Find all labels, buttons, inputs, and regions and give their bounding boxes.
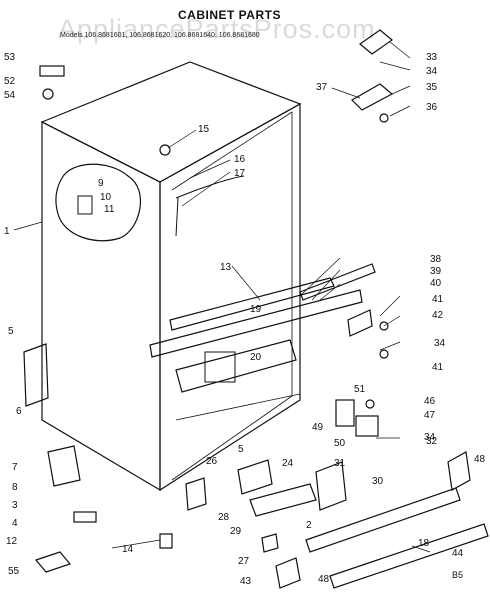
callout-47: 47 [424, 410, 436, 421]
callout-41a: 41 [432, 294, 444, 305]
callout-8: 8 [12, 482, 18, 493]
callout-39: 39 [430, 266, 442, 277]
callout-41b: 41 [432, 362, 444, 373]
side-bracket [23, 343, 49, 407]
callout-17: 17 [234, 168, 246, 179]
callout-54: 54 [4, 90, 16, 101]
rail-upper [299, 263, 376, 301]
callout-5a: 5 [8, 326, 14, 337]
callout-7: 7 [12, 462, 18, 473]
callout-34a: 34 [426, 66, 438, 77]
callout-43: 43 [240, 576, 252, 587]
callout-2: 2 [306, 520, 312, 531]
callout-labels: 1 2 3 4 5 5 6 7 8 9 10 11 12 13 14 15 16… [4, 52, 486, 587]
callout-19: 19 [250, 304, 262, 315]
watermark: AppliancePartsPros.com [58, 14, 376, 44]
callout-44: 44 [452, 548, 464, 559]
callout-1: 1 [4, 226, 10, 237]
callout-34c: 34 [424, 432, 436, 443]
callout-20: 20 [250, 352, 262, 363]
callout-3: 3 [12, 500, 18, 511]
callout-6: 6 [16, 406, 22, 417]
callout-53: 53 [4, 52, 16, 63]
callout-24: 24 [282, 458, 294, 469]
callout-38: 38 [430, 254, 442, 265]
callout-33: 33 [426, 52, 438, 63]
callout-37: 37 [316, 82, 328, 93]
callout-26: 26 [206, 456, 218, 467]
callout-50: 50 [334, 438, 346, 449]
hinge-inset-blob [55, 163, 142, 242]
callout-leaders [13, 41, 431, 553]
cabinet-top [40, 61, 302, 183]
rail-lower [305, 487, 461, 553]
top-hinge [359, 29, 393, 55]
callout-4: 4 [12, 518, 18, 529]
callout-10: 10 [100, 192, 112, 203]
callout-18: 18 [418, 538, 430, 549]
callout-31: 31 [334, 458, 346, 469]
callout-27: 27 [238, 556, 250, 567]
callout-15: 15 [198, 124, 210, 135]
model-numbers: Models 106.8681601, 106.8681620, 106.868… [60, 32, 260, 39]
callout-40: 40 [430, 278, 442, 289]
callout-48a: 48 [474, 454, 486, 465]
callout-42: 42 [432, 310, 444, 321]
callout-30: 30 [372, 476, 384, 487]
callout-36: 36 [426, 102, 438, 113]
diagram-title: CABINET PARTS [178, 8, 281, 22]
callout-11: 11 [104, 204, 115, 215]
callout-5b: 5 [238, 444, 244, 455]
callout-16: 16 [234, 154, 246, 165]
callout-49: 49 [312, 422, 324, 433]
callout-14: 14 [122, 544, 134, 555]
callout-29: 29 [230, 526, 242, 537]
callout-55: 55 [8, 566, 20, 577]
callout-46: 46 [424, 396, 436, 407]
callout-12: 12 [6, 536, 18, 547]
callout-34b: 34 [434, 338, 446, 349]
crossbar [149, 289, 363, 358]
callout-32: 32 [426, 436, 438, 447]
callout-28: 28 [218, 512, 230, 523]
callout-9: 9 [98, 178, 104, 189]
callout-13: 13 [220, 262, 232, 273]
callout-35: 35 [426, 82, 438, 93]
corner-code: B5 [452, 570, 464, 580]
cabinet-side [159, 102, 301, 492]
callout-48b: 48 [318, 574, 330, 585]
callout-51: 51 [354, 384, 366, 395]
callout-52: 52 [4, 76, 16, 87]
